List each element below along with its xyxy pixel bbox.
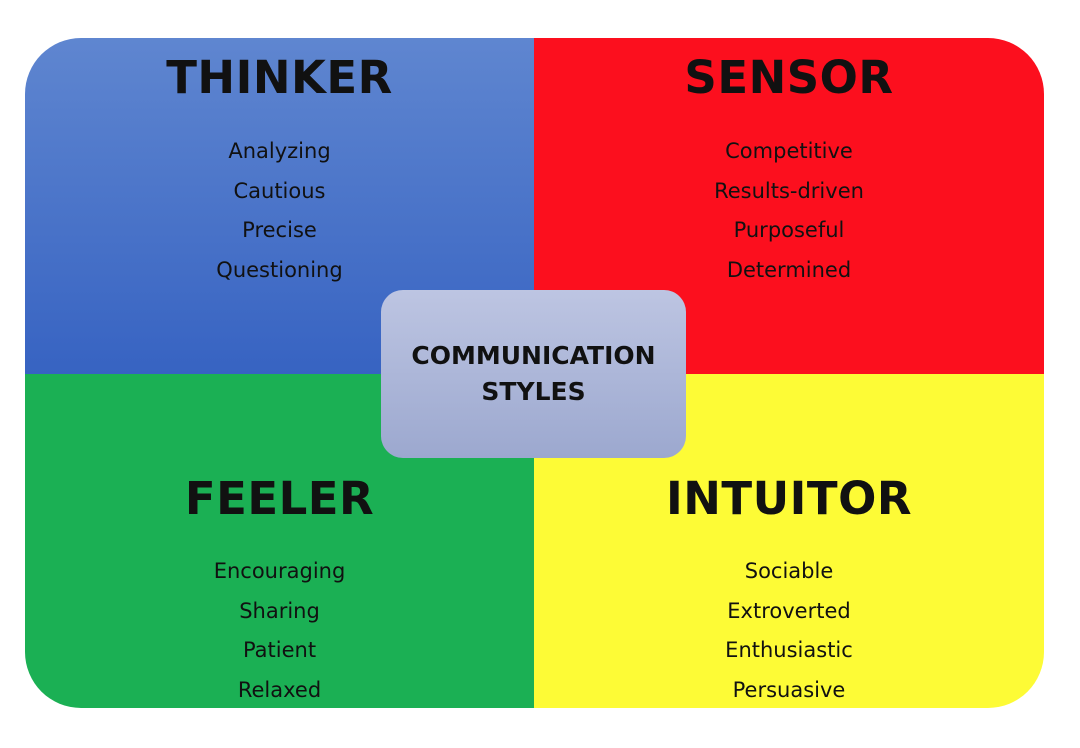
center-label-line2: STYLES	[481, 377, 586, 406]
quadrant-title-intuitor: INTUITOR	[666, 472, 912, 525]
trait-item: Cautious	[233, 178, 326, 203]
quadrant-grid: THINKER Analyzing Cautious Precise Quest…	[25, 38, 1044, 708]
trait-item: Precise	[242, 218, 317, 242]
trait-item: Results-driven	[714, 178, 864, 203]
trait-item: Persuasive	[732, 677, 846, 702]
trait-item: Sharing	[239, 598, 320, 623]
trait-item: Questioning	[216, 257, 343, 282]
trait-list-feeler: Encouraging Sharing Patient Relaxed	[25, 552, 534, 708]
trait-item: Determined	[726, 257, 852, 282]
center-label-line1: COMMUNICATION	[411, 341, 656, 370]
trait-item: Analyzing	[228, 139, 331, 163]
center-label-box: COMMUNICATION STYLES	[381, 290, 686, 458]
trait-item: Patient	[242, 638, 317, 662]
quadrant-thinker: THINKER Analyzing Cautious Precise Quest…	[25, 38, 534, 374]
trait-item: Purposeful	[733, 218, 845, 242]
quadrant-title-sensor: SENSOR	[684, 51, 894, 104]
trait-item: Relaxed	[237, 677, 322, 702]
quadrant-title-feeler: FEELER	[184, 472, 375, 525]
trait-item: Enthusiastic	[725, 638, 853, 662]
trait-list-sensor: Competitive Results-driven Purposeful De…	[534, 132, 1044, 290]
quadrant-title-thinker: THINKER	[166, 51, 393, 104]
trait-list-intuitor: Sociable Extroverted Enthusiastic Persua…	[534, 552, 1044, 708]
trait-item: Sociable	[744, 559, 834, 583]
trait-list-thinker: Analyzing Cautious Precise Questioning	[25, 132, 534, 290]
center-label: COMMUNICATION STYLES	[394, 338, 674, 410]
trait-item: Extroverted	[727, 598, 851, 623]
trait-item: Encouraging	[213, 559, 346, 583]
trait-item: Competitive	[725, 139, 853, 163]
